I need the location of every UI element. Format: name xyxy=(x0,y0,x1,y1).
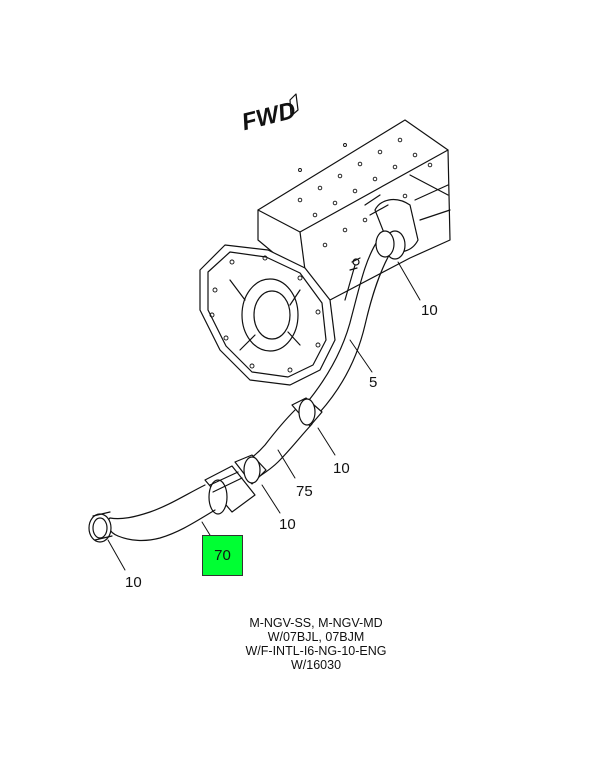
callout-10-top: 10 xyxy=(421,302,438,319)
fwd-arrow-icon xyxy=(289,93,299,117)
callout-10-middle: 10 xyxy=(333,460,350,477)
leader-lines xyxy=(107,261,421,571)
callout-70: 70 xyxy=(214,547,231,564)
callout-70-highlight: 70 xyxy=(202,535,243,576)
callout-75: 75 xyxy=(296,483,313,500)
clamp-lower xyxy=(234,454,267,485)
caption-line-4: W/16030 xyxy=(290,658,342,672)
caption-line-2: W/07BJL, 07BJM xyxy=(267,630,365,644)
caption-line-3: W/F-INTL-I6-NG-10-ENG xyxy=(245,644,387,658)
bell-housing xyxy=(199,244,336,386)
callout-10-lower: 10 xyxy=(279,516,296,533)
callout-10-bottom: 10 xyxy=(125,574,142,591)
caption-line-1: M-NGV-SS, M-NGV-MD xyxy=(249,616,383,630)
clamp-middle xyxy=(291,397,323,427)
clamp-bottom xyxy=(88,511,113,543)
exhaust-pipe-upper xyxy=(304,230,395,413)
model-caption: M-NGV-SS, M-NGV-MD W/07BJL, 07BJM W/F-IN… xyxy=(200,616,432,672)
tailpipe-70 xyxy=(107,484,216,542)
callout-5: 5 xyxy=(369,374,378,391)
flex-section xyxy=(204,465,256,515)
